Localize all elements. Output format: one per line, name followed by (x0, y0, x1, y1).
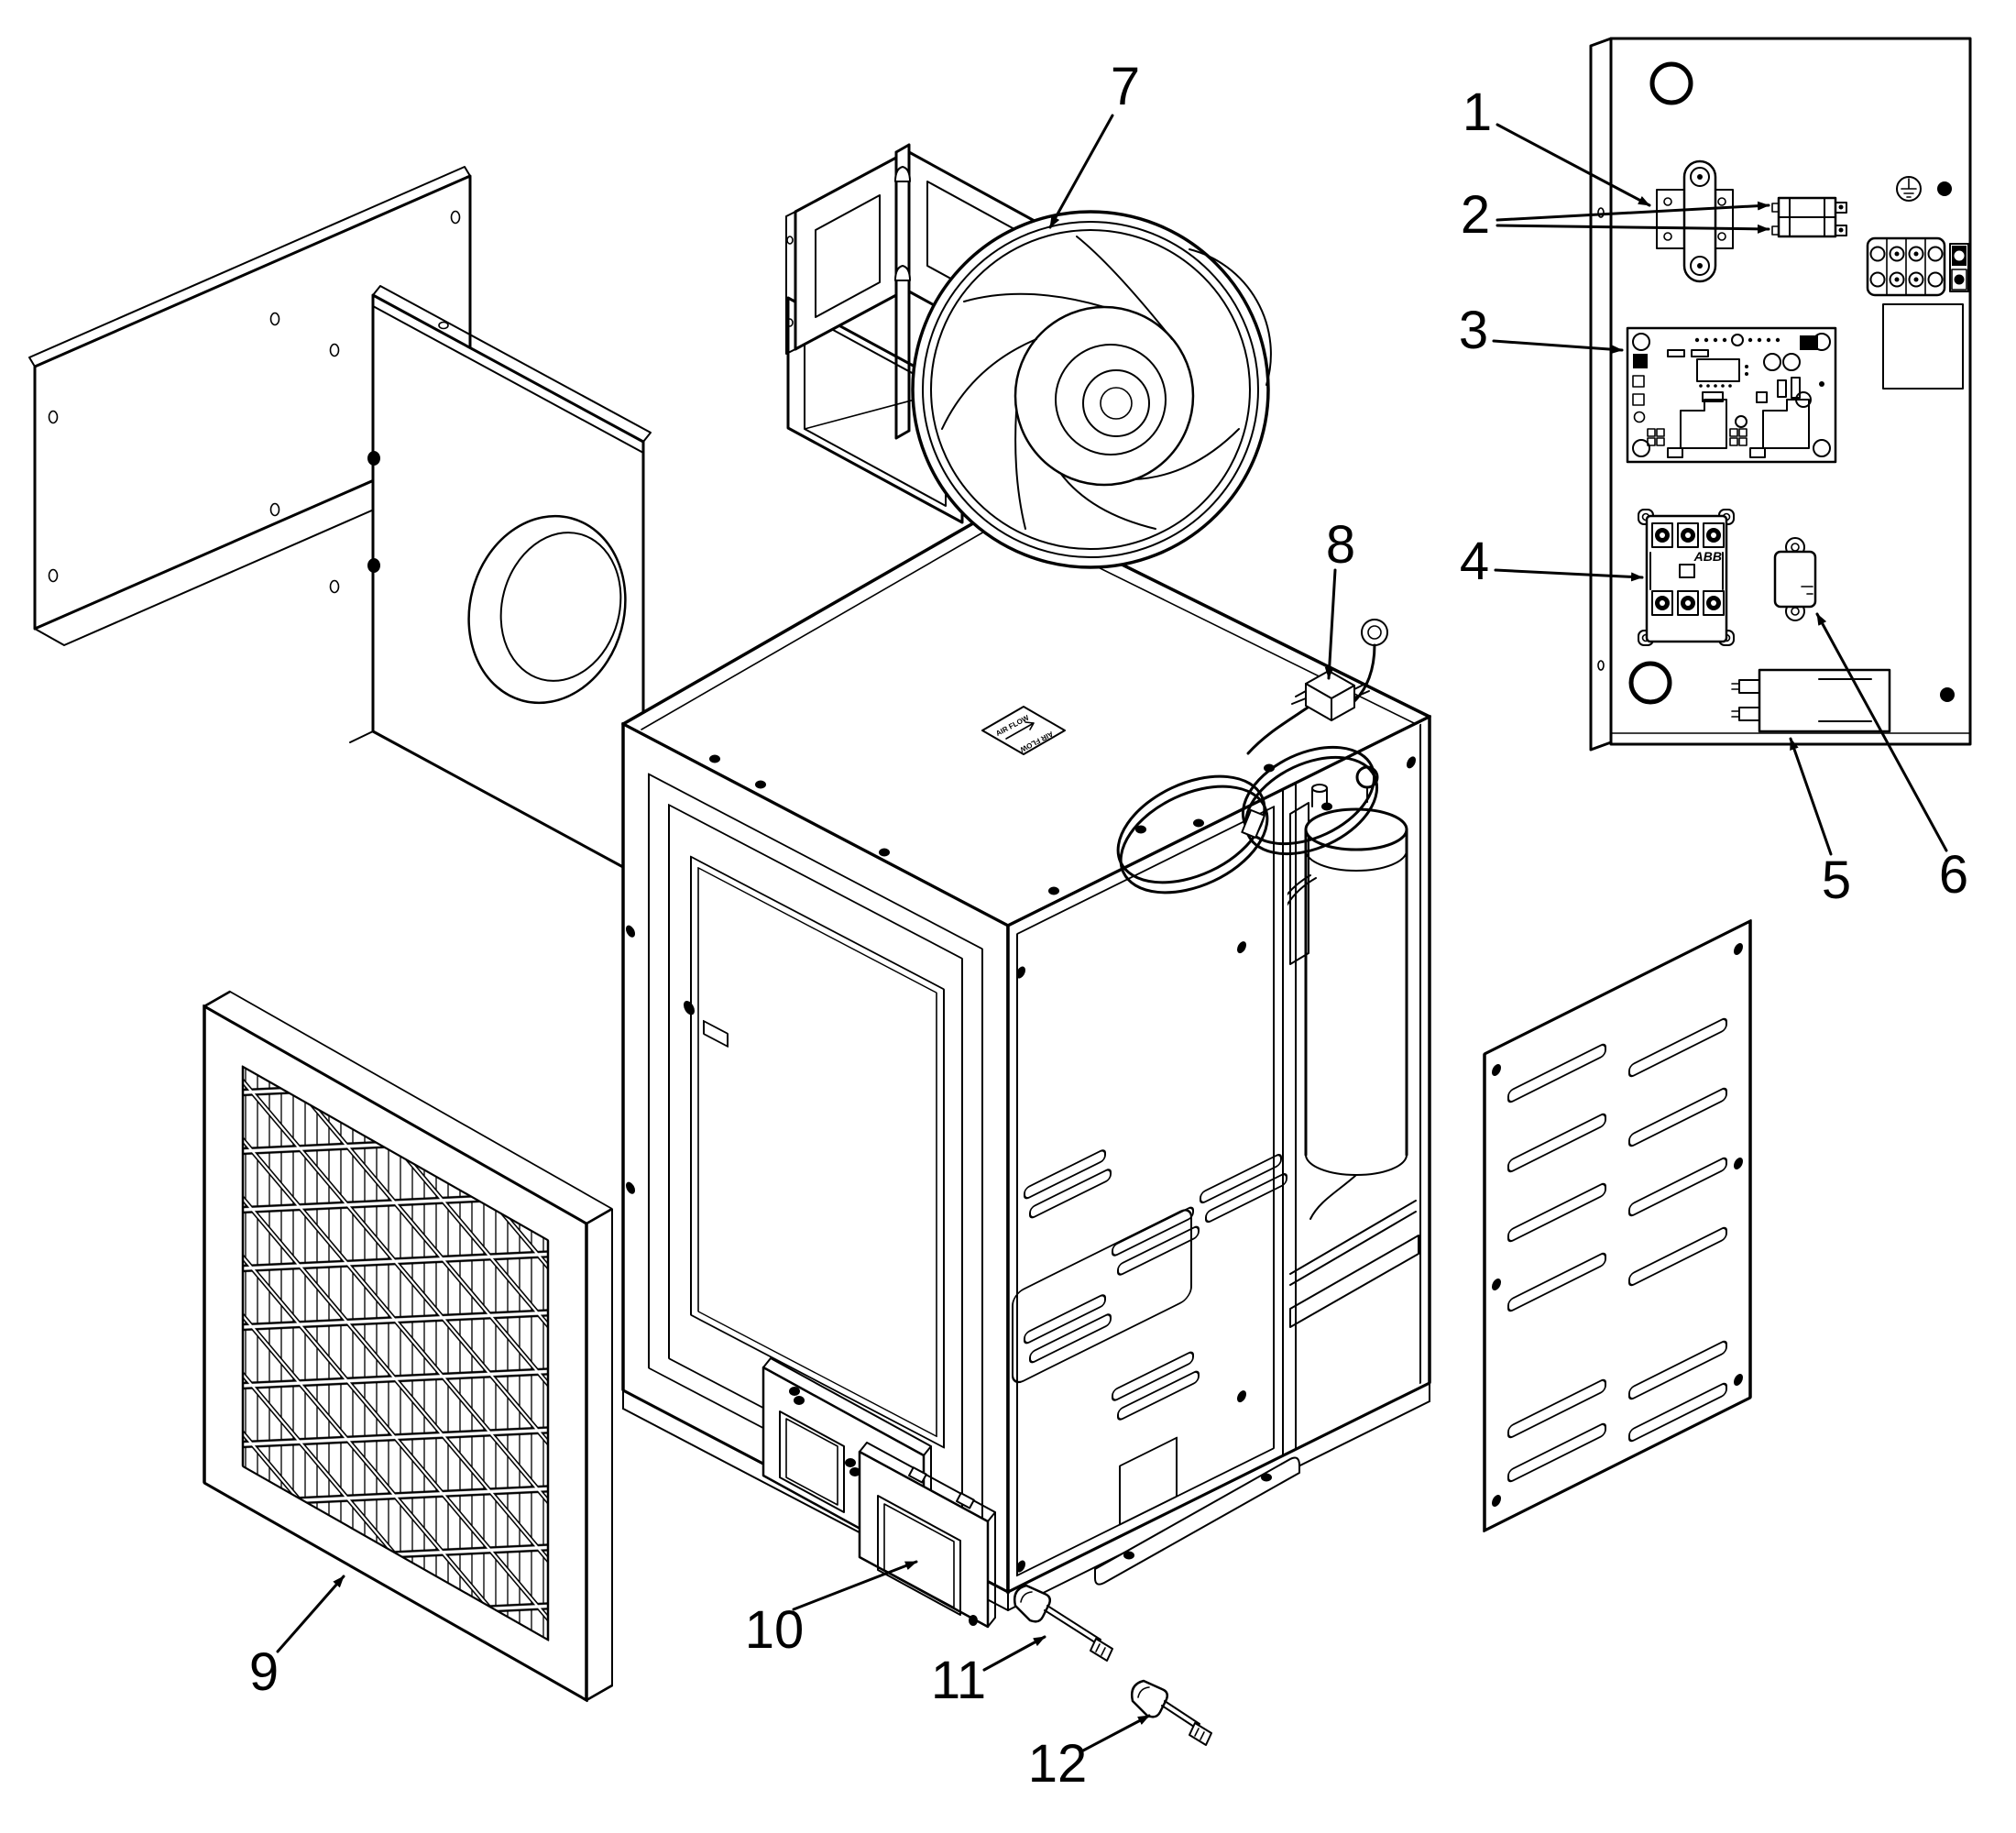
callouts: 1 2 3 4 5 6 7 8 (249, 57, 1968, 1794)
callout-1-arrow (1496, 123, 1651, 207)
louvered-panel (1483, 919, 1752, 1532)
relay (1773, 537, 1817, 621)
callout-5-label: 5 (1822, 851, 1851, 910)
callout-11: 11 (931, 1635, 1046, 1710)
callout-6-label: 6 (1939, 845, 1968, 905)
callout-5-arrow (1789, 737, 1833, 856)
callout-1: 1 (1463, 82, 1651, 207)
callout-1-label: 1 (1463, 82, 1492, 142)
callout-4-label: 4 (1460, 532, 1489, 591)
fan-inlet-panel (349, 285, 652, 880)
callout-2-arrow-b (1496, 224, 1770, 234)
callout-9-label: 9 (249, 1642, 279, 1702)
base-rails (622, 1382, 1430, 1611)
callout-7-arrow (1048, 114, 1114, 229)
callout-9: 9 (249, 1575, 345, 1702)
abb-brand-text: ABB (1693, 549, 1722, 564)
callout-6: 6 (1815, 612, 1968, 905)
ground-symbol (1896, 176, 1952, 202)
blower-assembly (785, 143, 1272, 569)
transformer (1656, 159, 1734, 283)
contactor: ABB (1638, 509, 1735, 646)
side-panel (28, 166, 500, 646)
callout-11-arrow (982, 1635, 1046, 1672)
air-filter (203, 990, 613, 1703)
callout-8-arrow (1324, 568, 1337, 680)
callout-7-label: 7 (1111, 57, 1140, 116)
callout-11-label: 11 (931, 1651, 986, 1710)
callout-3: 3 (1459, 301, 1624, 360)
circuit-board (1626, 326, 1837, 464)
callout-5: 5 (1789, 737, 1851, 910)
top-screws (709, 754, 1332, 895)
sensor-12 (1131, 1679, 1212, 1746)
fuse-block (1771, 196, 1847, 238)
callout-4: 4 (1460, 532, 1644, 591)
callout-8: 8 (1324, 515, 1355, 680)
callout-8-label: 8 (1326, 515, 1355, 575)
electrical-panel: ABB (1589, 37, 1972, 752)
callout-10-arrow (792, 1560, 918, 1611)
callout-2-label: 2 (1461, 185, 1490, 245)
callout-2-arrow-a (1496, 201, 1770, 222)
callout-10: 10 (745, 1560, 918, 1660)
callout-4-arrow (1494, 568, 1644, 582)
callout-2: 2 (1461, 185, 1770, 245)
airflow-label: AIR FLOW AIR FLOW (981, 706, 1066, 755)
callout-12-arrow (1081, 1714, 1151, 1752)
callout-3-arrow (1492, 339, 1624, 355)
terminal-block (1866, 236, 1969, 390)
display-module (761, 1357, 996, 1629)
compressor (1287, 765, 1419, 1328)
callout-12: 12 (1028, 1714, 1151, 1794)
callout-3-label: 3 (1459, 301, 1488, 360)
capacitor (1731, 668, 1891, 733)
cabinet: AIR FLOW AIR FLOW (621, 504, 1431, 1611)
power-cord (1116, 619, 1388, 895)
callout-7: 7 (1048, 57, 1140, 229)
callout-6-arrow (1815, 612, 1948, 852)
callout-9-arrow (276, 1575, 345, 1653)
sensor-11 (1013, 1584, 1113, 1662)
callout-12-label: 12 (1028, 1734, 1088, 1794)
